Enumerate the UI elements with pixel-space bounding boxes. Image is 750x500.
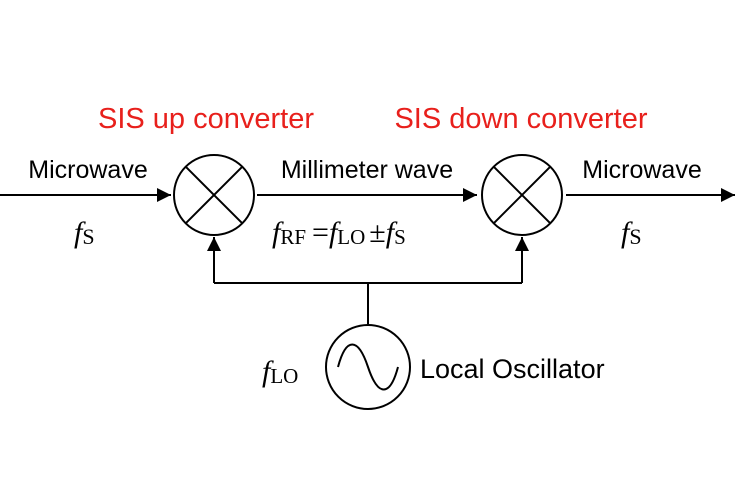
middle-signal-label: Millimeter wave xyxy=(281,156,453,184)
oscillator-icon xyxy=(325,324,411,410)
down-converter-mixer-icon xyxy=(481,154,563,236)
lo-frequency-symbol: fLO xyxy=(262,355,298,388)
output-signal-label: Microwave xyxy=(582,156,701,184)
output-frequency-symbol: fS xyxy=(621,216,642,249)
down-converter-title: SIS down converter xyxy=(394,103,647,135)
up-converter-title: SIS up converter xyxy=(98,103,314,135)
frequency-equation: fRF=fLO±fS xyxy=(272,216,406,249)
input-signal-label: Microwave xyxy=(28,156,147,184)
oscillator-label: Local Oscillator xyxy=(420,354,605,384)
input-frequency-symbol: fS xyxy=(74,216,95,249)
up-converter-mixer-icon xyxy=(173,154,255,236)
lo-feed-line xyxy=(214,282,369,324)
